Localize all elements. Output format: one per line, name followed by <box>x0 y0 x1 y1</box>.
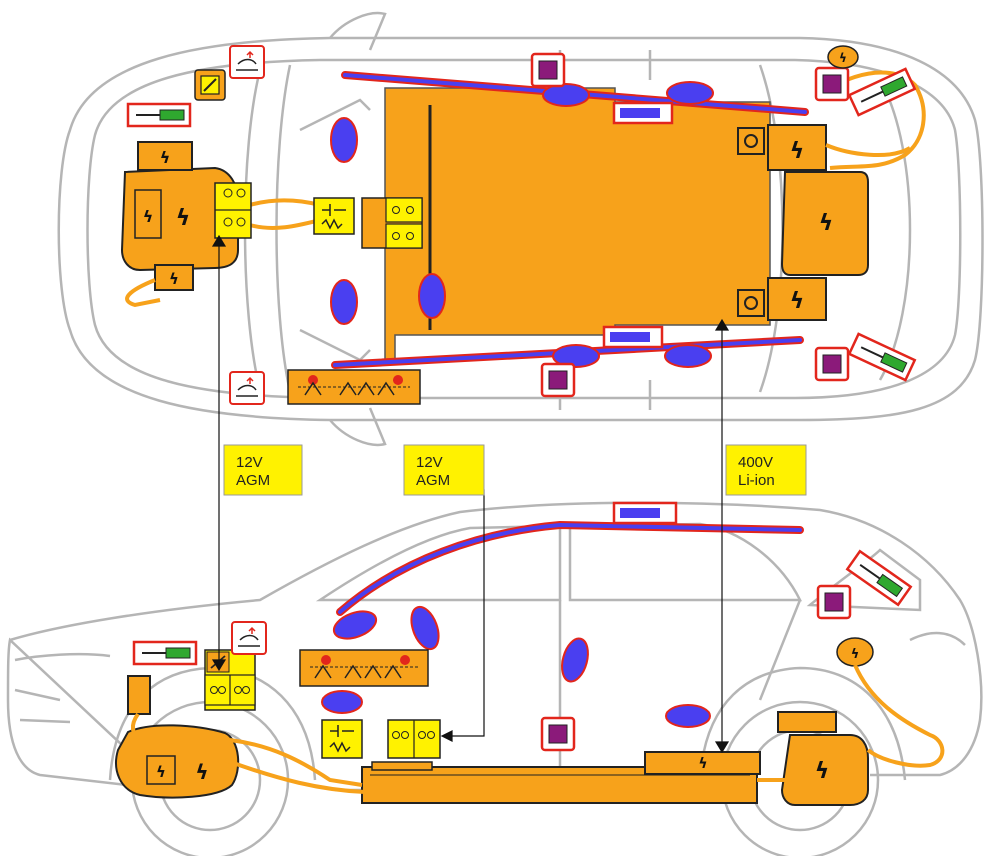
side-inflator <box>612 501 678 525</box>
high-voltage-icon: ϟ <box>698 756 707 772</box>
top-airbags <box>330 81 714 368</box>
high-voltage-icon: ϟ <box>790 289 805 314</box>
top-hood-latch-icon <box>194 69 226 101</box>
label-400v-li-ion: 400V Li-ion <box>725 444 807 496</box>
top-rear-drive-unit: ϟ ϟ ϟ <box>737 124 869 321</box>
side-12v-battery-cabin <box>387 719 441 759</box>
side-rear-drive-unit: ϟ ϟ <box>777 637 874 806</box>
side-hv-cables <box>131 664 945 794</box>
top-front-drive-unit: ϟ ϟ ϟ ϟ <box>120 141 239 308</box>
top-hv-tag-rear: ϟ <box>827 45 859 69</box>
high-voltage-icon: ϟ <box>160 148 171 167</box>
top-inflator-rear <box>602 325 664 349</box>
high-voltage-icon: ϟ <box>195 760 208 784</box>
top-belt-pretensioner-strip <box>287 369 421 405</box>
top-sensors <box>530 52 850 398</box>
side-airbags <box>321 605 711 728</box>
high-voltage-icon: ϟ <box>169 270 179 288</box>
top-gas-struts <box>126 67 917 382</box>
high-voltage-icon: ϟ <box>790 139 805 164</box>
high-voltage-icon: ϟ <box>815 759 830 784</box>
top-fuse-disconnect <box>313 197 355 235</box>
side-curtain-airbags <box>336 520 804 616</box>
top-airbag-warning-icons <box>229 45 265 405</box>
side-12v-battery-front <box>204 649 256 711</box>
side-hv-battery: ϟ <box>361 751 761 804</box>
side-fuse-disconnect <box>321 719 363 759</box>
side-gas-struts <box>132 549 913 666</box>
label-line1: 12V <box>416 454 443 471</box>
top-hv-battery-floor <box>384 87 771 361</box>
side-belt-pretensioner-strip <box>299 649 429 687</box>
high-voltage-icon: ϟ <box>156 763 166 781</box>
high-voltage-icon: ϟ <box>851 647 860 662</box>
label-12v-agm-front: 12V AGM <box>223 444 303 496</box>
label-line2: AGM <box>236 472 270 489</box>
high-voltage-icon: ϟ <box>176 206 191 231</box>
label-line1: 400V <box>738 454 773 471</box>
high-voltage-icon: ϟ <box>819 211 834 236</box>
side-airbag-warning-icon <box>231 621 267 655</box>
high-voltage-icon: ϟ <box>839 51 847 65</box>
label-line1: 12V <box>236 454 263 471</box>
high-voltage-icon: ϟ <box>143 207 154 226</box>
top-12v-battery-cabin <box>361 197 423 249</box>
label-12v-agm-cabin: 12V AGM <box>403 444 485 496</box>
top-inflator-front <box>612 101 674 125</box>
label-line2: Li-ion <box>738 472 775 489</box>
top-12v-battery-front <box>214 182 252 239</box>
label-line2: AGM <box>416 472 450 489</box>
side-front-drive-unit: ϟ ϟ <box>115 675 240 799</box>
side-sensors <box>540 584 852 752</box>
